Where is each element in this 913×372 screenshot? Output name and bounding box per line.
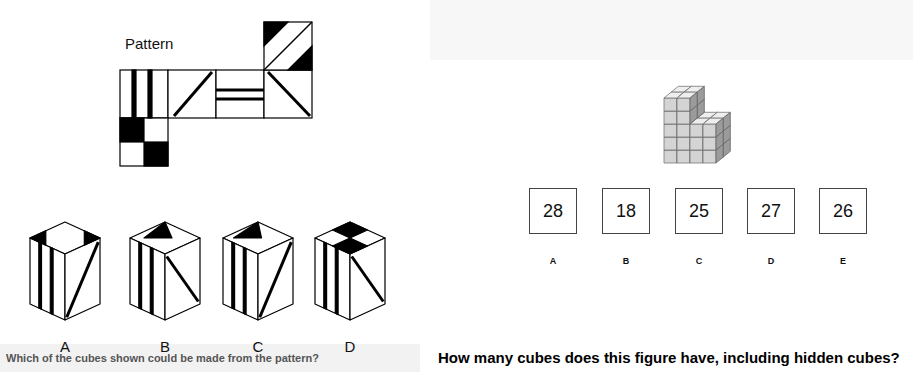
- cube-face: [165, 238, 200, 320]
- cube-face: [333, 238, 368, 254]
- cube-front: [677, 98, 690, 111]
- cube-face: [258, 238, 293, 320]
- cube-face: [333, 222, 368, 238]
- answer-box: 26: [819, 188, 867, 234]
- cube-side: [690, 92, 697, 111]
- cube-face: [30, 238, 65, 320]
- cube-face: [84, 231, 100, 245]
- cube-front: [664, 111, 677, 124]
- cube-front: [690, 124, 703, 137]
- cube-face: [335, 247, 338, 314]
- question-text: Which of the cubes shown could be made f…: [6, 352, 319, 364]
- answer-box: 25: [675, 188, 723, 234]
- cube-front: [677, 124, 690, 137]
- cube-face: [234, 222, 262, 238]
- cube-face: [243, 247, 246, 314]
- face-line: [352, 257, 384, 302]
- cube-net: [120, 22, 312, 166]
- cube-front: [703, 124, 716, 137]
- cube-front: [677, 150, 690, 163]
- cube-face: [144, 222, 172, 238]
- cube-front: [664, 98, 677, 111]
- answer-cubes: [30, 222, 385, 320]
- top-band: [430, 0, 913, 60]
- answer-number: 25: [689, 201, 709, 222]
- cube-front: [703, 150, 716, 163]
- cube-face: [324, 242, 327, 309]
- cube-face: [223, 238, 258, 320]
- cube-front: [664, 137, 677, 150]
- cube-side: [723, 112, 730, 131]
- option-letter: D: [768, 256, 775, 266]
- answer-box: 27: [747, 188, 795, 234]
- option-letter: D: [345, 338, 356, 355]
- cube-face: [30, 231, 46, 245]
- option-letter: C: [696, 256, 703, 266]
- cube-side: [697, 86, 704, 105]
- answer-number: 28: [543, 201, 563, 222]
- cube-front: [703, 137, 716, 150]
- cube-front: [664, 150, 677, 163]
- cube-face: [39, 242, 42, 309]
- cube-front: [677, 137, 690, 150]
- answer-box: 28: [529, 188, 577, 234]
- cube-side: [716, 118, 723, 137]
- face-line: [67, 242, 99, 317]
- cube-face: [65, 238, 100, 320]
- cube-face: [150, 247, 153, 314]
- option-letter: B: [623, 256, 630, 266]
- cube-face: [139, 242, 142, 309]
- cube-front: [677, 111, 690, 124]
- cube-front: [664, 124, 677, 137]
- cube-face: [130, 238, 165, 320]
- cube-face: [232, 242, 235, 309]
- face-line: [260, 242, 292, 317]
- face-line: [167, 257, 199, 302]
- answer-number: 27: [761, 201, 781, 222]
- answer-number: 18: [616, 201, 636, 222]
- cube-stack: [664, 86, 730, 163]
- cube-front: [690, 150, 703, 163]
- cube-face: [50, 247, 53, 314]
- question-text: How many cubes does this figure have, in…: [438, 349, 900, 366]
- answer-number: 26: [833, 201, 853, 222]
- option-letter: E: [840, 256, 846, 266]
- answer-box: 18: [602, 188, 650, 234]
- option-letter: A: [550, 256, 557, 266]
- cube-front: [690, 137, 703, 150]
- figure-label: Pattern: [125, 35, 173, 52]
